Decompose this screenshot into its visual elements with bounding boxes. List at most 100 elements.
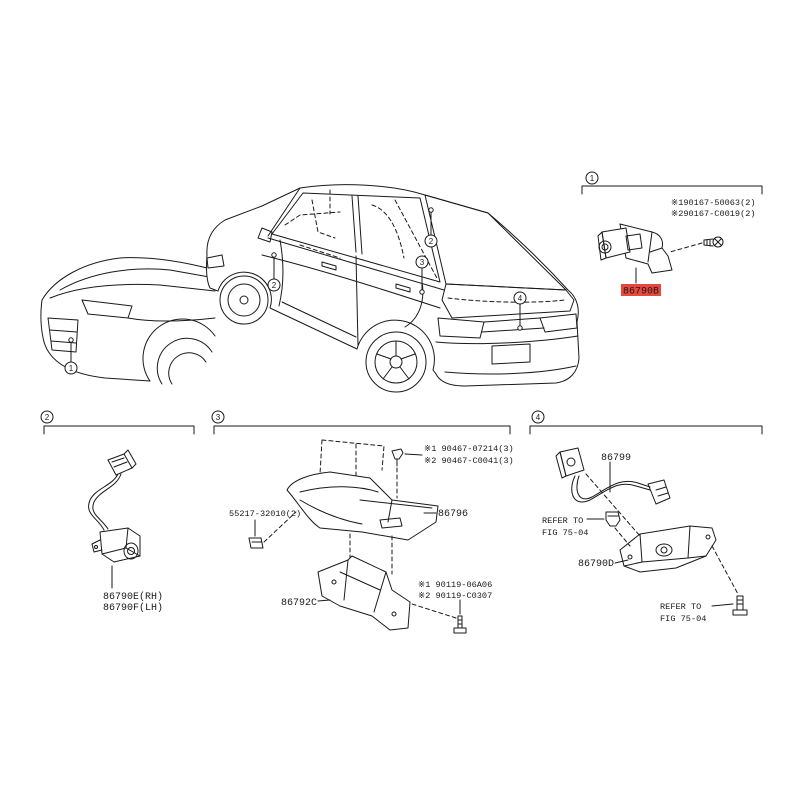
callout-trunk-inner: 3 [415,255,429,295]
side-glass [271,192,441,283]
front-car-grille-slats [49,329,78,344]
part-highlight-box [621,284,661,296]
section-4: 4 86799 REFER TO FIG 75-04 [529,410,763,624]
bracket-part-number: 86792C [281,598,317,609]
cover-clip [605,511,621,527]
retainer-part-number: 55217-32010(2) [229,509,301,519]
front-car-rim [168,352,207,385]
trim-clip [391,448,404,467]
section-3: 3 ※1 90467-07214(3) ※2 90467-C0041(3) 86… [211,410,514,634]
trunk-lid [441,283,575,319]
section-1-bracket [581,185,763,195]
section-number: 4 [536,413,541,422]
callout-number: 1 [69,364,74,373]
door-handle-front [321,261,337,271]
front-car-tire [156,337,213,385]
section-number: 1 [590,174,595,183]
license-plate-recess [491,343,531,365]
rear-camera-lens [566,457,576,467]
camera-part-number: 86790B [623,287,659,298]
section-number: 2 [45,413,50,422]
front-car-fender-line [127,317,216,322]
retainer-drawing [248,511,297,549]
refer-text-2: REFER TO [660,602,701,612]
front-wheel [219,275,269,325]
callout-number: 3 [420,258,425,267]
car-body-outline [205,184,580,387]
rear-wheel [365,331,427,393]
camera-body [601,227,631,259]
camera-part-lh: 86790F(LH) [103,602,163,614]
callout-number: 2 [429,237,434,246]
callout-cabin-front: 2 [267,252,281,292]
b-pillar [351,195,363,255]
trim-panel-emblem [379,517,403,529]
camera-lens [123,542,139,560]
section-1: 1 ※190167-50063(2) ※290167-C0019(2) 8679… [581,171,763,298]
callout-trunk-lid: 4 [513,291,527,331]
refer-leader-2 [711,603,734,607]
trunk-trim-drawing [286,439,439,541]
section-3-number: 3 [211,410,225,424]
rear-camera-drawing [555,447,671,505]
rear-camera-part-number: 86799 [601,453,631,464]
camera-cover-plate [619,525,717,573]
rear-camera-wire [571,475,651,503]
cover-clip-drawing [605,511,631,547]
bracket-plate [619,223,673,274]
section-4-bracket [529,425,763,435]
a-pillar [267,187,301,237]
front-car-headlight [81,299,133,319]
hidden-panel-outline [319,439,385,477]
screw-note-2: ※290167-C0019(2) [671,209,756,219]
side-mirror [257,227,273,243]
callout-cabin-rear: 2 [424,207,438,248]
camera-cover-drawing [585,473,748,616]
camera-connector [625,233,643,251]
refer-text-1: REFER TO [542,516,583,526]
camera-cover-opening [655,543,673,557]
camera-wire [88,473,119,531]
section-2-bracket [43,425,195,435]
interior-hidden-lines [284,189,566,303]
trunk-garnish [481,317,545,333]
retainer-clip [248,537,264,549]
section-4-number: 4 [531,410,545,424]
callout-number: 4 [518,294,523,303]
screw-drawing [669,236,724,253]
front-car-hood-crease [59,268,216,291]
camera-bracket-drawing [597,223,673,274]
section-1-number: 1 [585,171,599,185]
screw-note-1: ※190167-50063(2) [671,198,756,208]
screw-head [712,236,724,248]
tail-light-left [437,317,485,339]
front-car-wheel-arch [142,318,216,382]
callout-front-camera: 1 [64,337,78,375]
front-car-face [40,299,45,343]
camera-housing [99,527,141,563]
front-car-grille [47,317,79,353]
tail-light-right [539,313,578,333]
bolt [453,615,467,634]
camera-mount-tab [91,539,103,553]
refer-fig-2: FIG 75-04 [660,614,706,624]
cover-part-leader [614,559,629,564]
bolt-note-1: ※1 90119-06A06 [418,580,492,590]
side-camera-drawing [88,449,141,563]
front-car-hood-line [49,283,216,299]
door-seams [278,239,424,346]
cover-part-number: 86790D [578,559,614,570]
front-car-bumper [43,341,151,382]
camera-bracket-plate-drawing [317,533,467,634]
screw-thread [703,238,714,247]
section-2: 2 86790E(RH) 86790F(LH) [40,410,195,614]
rear-camera-body [559,447,585,477]
clip-note-1: ※1 90467-07214(3) [424,444,514,454]
clip-note-leader [404,453,423,456]
character-line [261,254,441,309]
door-handle-rear [395,283,411,293]
front-car-hood-edge [41,257,216,301]
bolt-note-2: ※2 90119-C0307 [418,591,492,601]
camera-lens [598,240,612,254]
